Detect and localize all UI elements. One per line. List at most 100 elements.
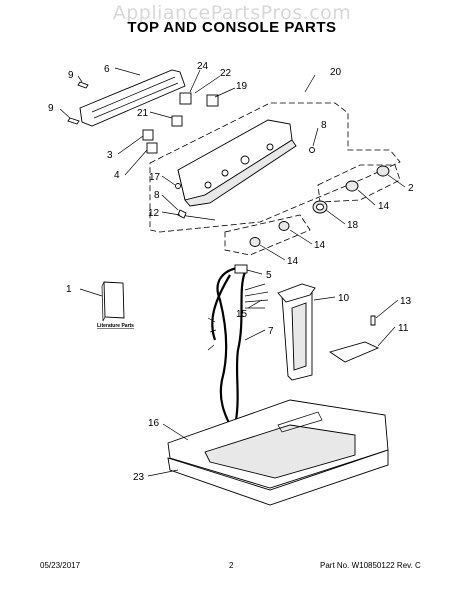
screw [67, 117, 80, 125]
callout-16: 16 [148, 418, 160, 429]
wire-harness [216, 266, 239, 426]
knob-group-outline [224, 214, 311, 256]
callout-9: 9 [48, 103, 54, 114]
page-title: TOP AND CONSOLE PARTS [127, 19, 337, 36]
callout-14: 14 [378, 201, 390, 212]
top-base [167, 449, 389, 506]
console-knob-hole [266, 143, 274, 151]
leader-line [77, 75, 83, 83]
leader-line [124, 149, 148, 176]
callout-22: 22 [220, 68, 232, 79]
knob [376, 165, 390, 177]
leader-line [259, 244, 286, 261]
callout-23: 23 [133, 472, 145, 483]
lint-filter-screen [291, 302, 307, 371]
callout-7: 7 [268, 326, 274, 337]
leader-line [377, 326, 396, 347]
callout-15: 15 [236, 309, 248, 320]
leader-line [304, 74, 316, 93]
leader-line [289, 229, 313, 245]
console-group-outline [149, 102, 401, 233]
callout-19: 19 [236, 81, 248, 92]
callout-11: 11 [398, 323, 409, 334]
wire-harness [244, 283, 269, 309]
leader-line [194, 75, 221, 94]
leader-line [59, 108, 71, 119]
top-panel-lid-opening [204, 424, 356, 479]
console-knob-hole [240, 155, 250, 165]
knob [278, 221, 290, 231]
leader-line [114, 67, 141, 76]
switch-block [146, 142, 158, 154]
knob [345, 180, 359, 192]
callout-1: 1 [66, 284, 72, 295]
harness-clip [177, 209, 187, 219]
switch-block [179, 92, 192, 105]
callout-14: 14 [287, 256, 299, 267]
callout-4: 4 [114, 170, 120, 181]
leader-line [161, 194, 179, 211]
leader-line [387, 174, 406, 188]
switch-block [171, 115, 183, 127]
leader-line [79, 288, 103, 297]
console-end-cap-slot [93, 82, 179, 119]
leader-line [117, 135, 144, 155]
switch-block [206, 94, 219, 107]
leader-line [246, 269, 263, 275]
console-panel-face [184, 139, 297, 207]
leader-line [189, 69, 201, 93]
leader-line [147, 469, 179, 477]
bracket [328, 341, 380, 363]
footer-part-number: Part No. W10850122 Rev. C [320, 561, 421, 570]
callout-21: 21 [137, 108, 149, 119]
wire-harness [211, 274, 231, 341]
lint-filter-handle [277, 283, 316, 303]
callout-12: 12 [148, 208, 160, 219]
callout-8: 8 [154, 190, 160, 201]
callout-20: 20 [330, 67, 342, 78]
leader-line [244, 329, 266, 341]
console-panel-lip [177, 169, 186, 201]
leader-line [312, 127, 319, 147]
leader-line [325, 209, 346, 225]
screw [77, 81, 89, 89]
callout-3: 3 [107, 150, 113, 161]
callout-17: 17 [149, 172, 161, 183]
callout-13: 13 [400, 296, 412, 307]
console-knob-hole [221, 169, 229, 177]
watermark: AppliancePartsPros.com [112, 2, 352, 24]
wire-harness [207, 317, 217, 351]
callout-5: 5 [266, 270, 272, 281]
screw [370, 315, 376, 326]
leader-line [247, 299, 263, 309]
callout-9: 9 [68, 70, 74, 81]
literature-parts-label: Literature Parts [97, 323, 134, 329]
leader-line [375, 299, 399, 319]
callout-18: 18 [347, 220, 359, 231]
leader-line [161, 175, 176, 186]
wire-harness [234, 271, 247, 421]
footer-page-number: 2 [229, 561, 234, 570]
small-clip [175, 183, 181, 189]
leader-line [357, 189, 376, 206]
literature-booklet [103, 281, 125, 319]
leader-line [161, 211, 181, 216]
callout-10: 10 [338, 293, 350, 304]
leader-line [149, 111, 173, 119]
literature-booklet-edge [101, 281, 106, 322]
harness-connector [234, 264, 248, 274]
callout-2: 2 [408, 183, 414, 194]
small-clip [309, 147, 315, 153]
callout-8: 8 [321, 120, 327, 131]
leader-line [313, 296, 336, 301]
top-panel-lint-slot [277, 411, 323, 433]
console-end-cap-slot [91, 76, 176, 113]
callout-24: 24 [197, 61, 209, 72]
harness-wire [179, 214, 216, 221]
footer-date: 05/23/2017 [40, 561, 81, 570]
console-knob-hole [204, 181, 212, 189]
callout-14: 14 [314, 240, 326, 251]
leader-line [162, 423, 189, 441]
knob [316, 203, 324, 211]
